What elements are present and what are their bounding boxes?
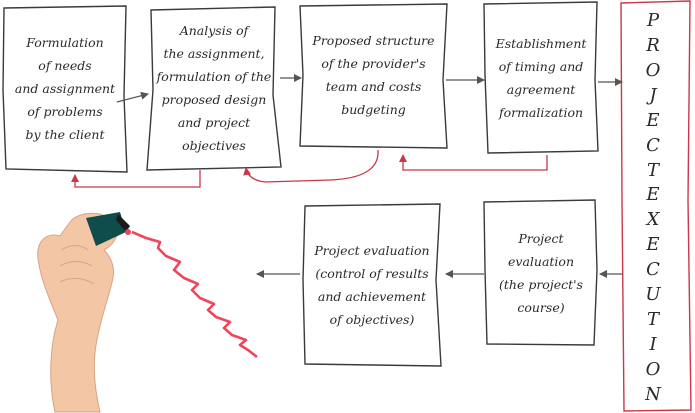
- box-analysis-text: Analysis of the assignment, formulation …: [154, 19, 274, 157]
- project-execution-letter: O: [645, 59, 661, 81]
- box-eval-results-text: Project evaluation (control of results a…: [314, 239, 429, 331]
- box-formulation-shape: [2, 5, 128, 173]
- box-timing-text: Establishment of timing and agreement fo…: [496, 32, 587, 124]
- box-eval-course: Project evaluation (the project's course…: [487, 203, 595, 343]
- box-structure-line-4: budgeting: [341, 102, 406, 117]
- feedback-analysis-to-formulation: [71, 170, 201, 188]
- project-execution-letter: O: [645, 358, 661, 380]
- rising-zigzag-line-icon: [131, 230, 258, 359]
- box-analysis-line-3: formulation of the: [156, 69, 272, 84]
- box-formulation: Formulation of needs and assignment of p…: [6, 8, 124, 168]
- box-eval-results-line-3: and achievement: [317, 289, 427, 304]
- project-execution-letter: J: [649, 84, 657, 106]
- box-eval-course-text: Project evaluation (the project's course…: [499, 227, 583, 319]
- box-timing-shape: [483, 1, 599, 154]
- project-execution-frame: [620, 0, 692, 412]
- project-execution-letter: I: [649, 333, 657, 355]
- box-analysis-line-2: the assignment,: [163, 46, 265, 61]
- box-structure-line-1: Proposed structure: [312, 33, 435, 48]
- box-eval-results-line-1: Project evaluation: [314, 243, 430, 258]
- box-timing-line-3: agreement: [506, 81, 576, 97]
- box-eval-course-line-3: (the project's: [499, 277, 583, 292]
- box-analysis-line-4: proposed design: [161, 92, 267, 107]
- project-execution-letter: C: [646, 259, 660, 281]
- box-formulation-line-3: and assignment: [14, 80, 116, 96]
- project-execution-letter: N: [645, 383, 661, 405]
- box-structure: Proposed structure of the provider's tea…: [302, 6, 445, 144]
- project-execution-letter: T: [646, 309, 659, 331]
- box-eval-results-line-4: of objectives): [329, 312, 415, 327]
- box-formulation-text: Formulation of needs and assignment of p…: [15, 31, 115, 146]
- project-execution-letter: U: [645, 284, 661, 306]
- project-execution-letter: E: [646, 234, 660, 256]
- box-eval-course-line-2: evaluation: [507, 254, 574, 269]
- box-formulation-line-2: of needs: [38, 57, 92, 73]
- box-timing-line-2: of timing and: [498, 58, 584, 74]
- box-timing-line-4: formalization: [498, 104, 584, 120]
- project-execution-letter: C: [646, 134, 660, 156]
- project-execution-letter: E: [646, 184, 660, 206]
- box-analysis-line-1: Analysis of: [179, 23, 249, 38]
- box-eval-course-line-1: Project: [518, 231, 564, 246]
- box-formulation-line-1: Formulation: [26, 34, 104, 50]
- feedback-structure-to-analysis: [243, 149, 379, 183]
- box-eval-course-line-4: course): [517, 300, 565, 315]
- box-analysis-line-5: and project objectives: [177, 115, 251, 153]
- project-execution-letter: X: [646, 209, 660, 231]
- feedback-timing-to-structure: [399, 154, 548, 171]
- box-analysis-shape: [146, 6, 282, 171]
- project-execution-letter: T: [646, 159, 659, 181]
- box-structure-shape: [299, 3, 448, 149]
- project-execution-letter: R: [646, 34, 660, 56]
- box-analysis: Analysis of the assignment, formulation …: [150, 9, 278, 167]
- box-structure-line-3: team and costs: [325, 79, 422, 94]
- project-execution-letter: E: [646, 109, 660, 131]
- project-execution-label: P R O J E C T E X E C U T I O N: [626, 12, 680, 404]
- project-execution-letter: P: [646, 10, 660, 31]
- box-structure-line-2: of the provider's: [321, 56, 426, 71]
- hand-with-marker-icon: [37, 212, 131, 413]
- box-timing: Establishment of timing and agreement fo…: [486, 5, 596, 150]
- box-structure-text: Proposed structure of the provider's tea…: [312, 29, 434, 121]
- box-eval-results-shape: [302, 203, 442, 367]
- arrow-formulation-analysis: [116, 91, 149, 103]
- box-formulation-line-4: of problems: [27, 103, 103, 119]
- box-eval-results-line-2: (control of results: [315, 266, 429, 281]
- box-timing-line-1: Establishment: [495, 35, 587, 51]
- box-eval-results: Project evaluation (control of results a…: [306, 207, 438, 363]
- box-eval-course-shape: [483, 199, 598, 346]
- box-formulation-line-5: by the client: [25, 126, 105, 142]
